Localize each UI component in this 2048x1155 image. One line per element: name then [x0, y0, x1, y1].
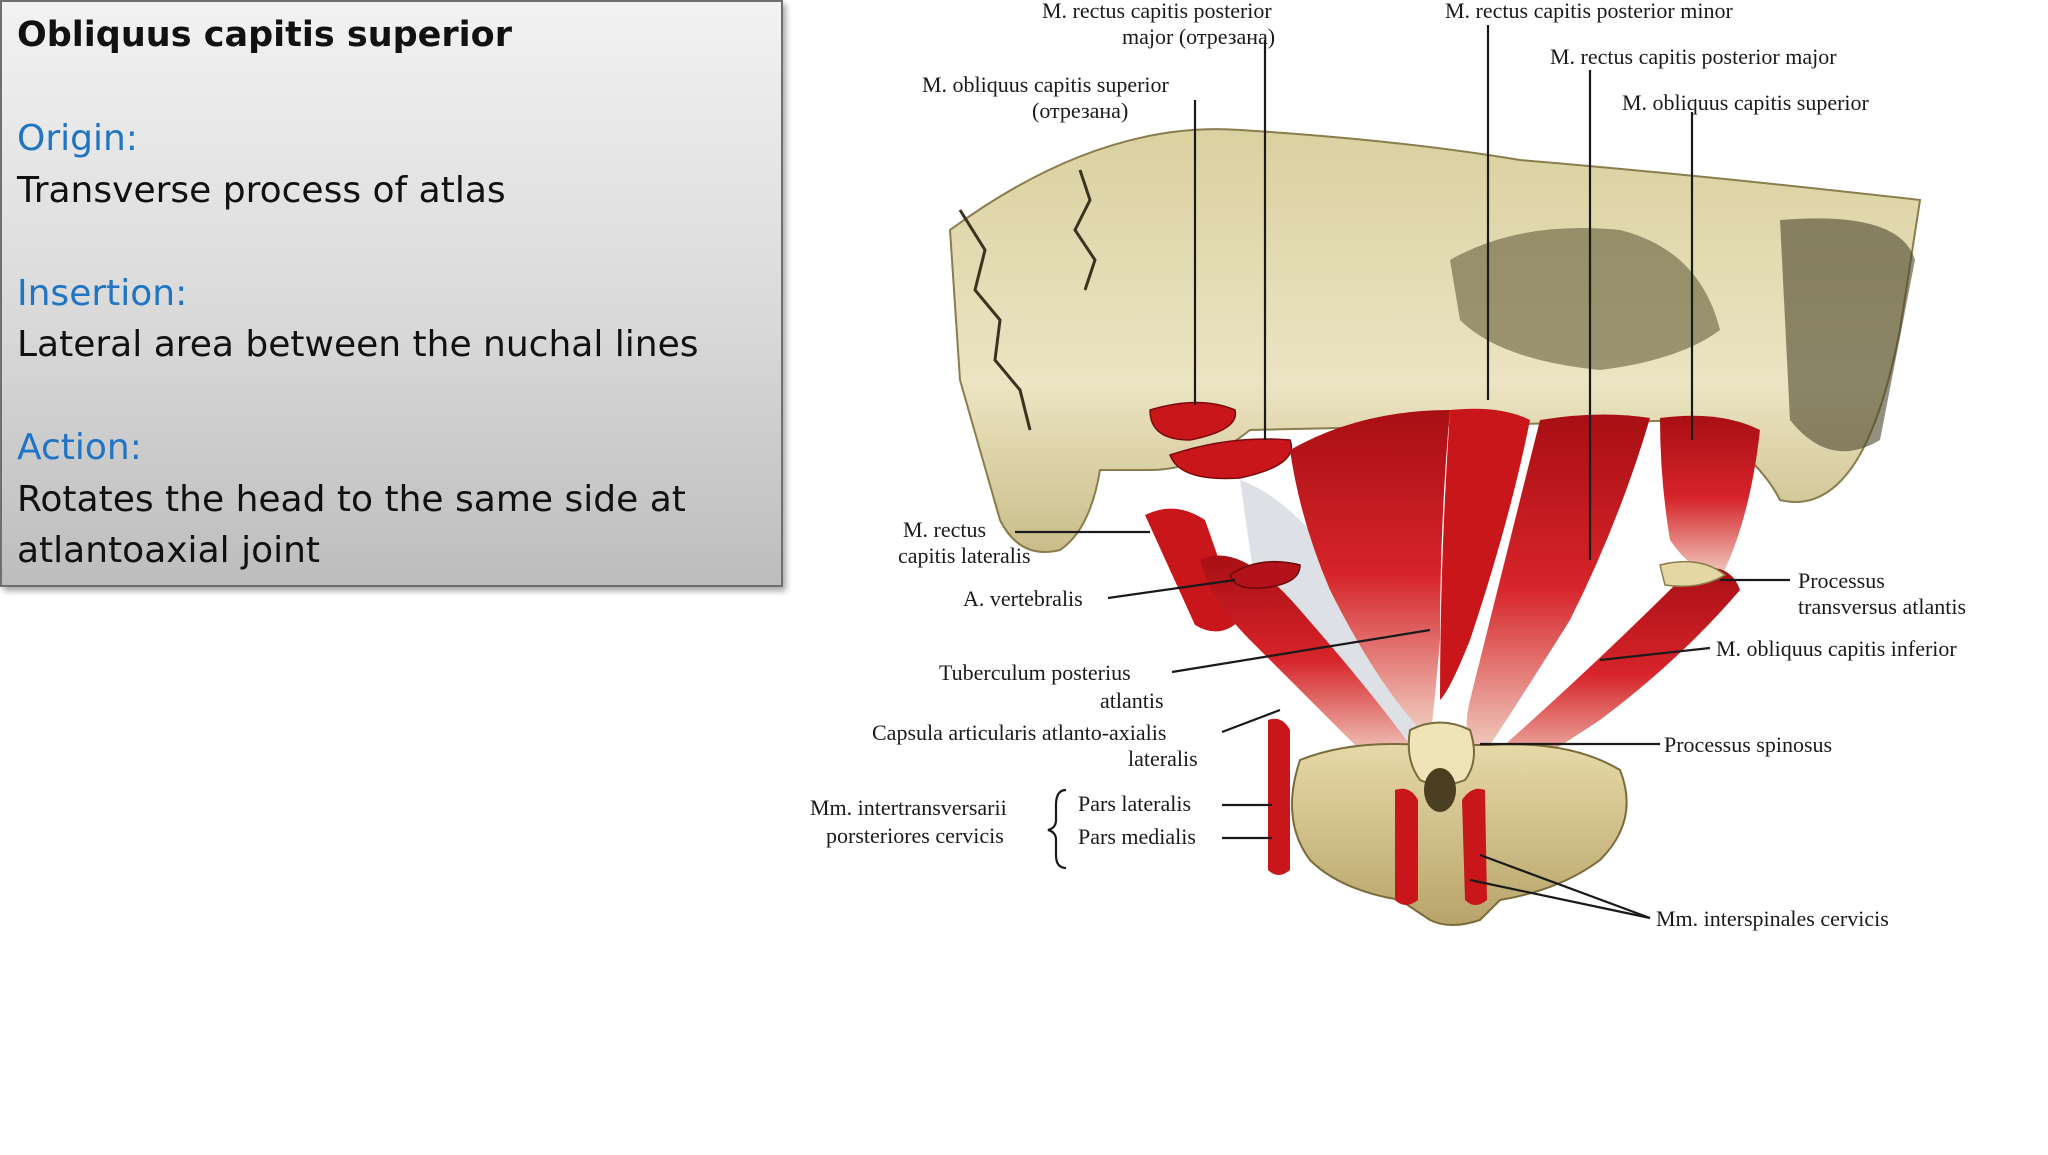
leader-capsula [1221, 708, 1281, 734]
interspinales-left [1395, 788, 1418, 905]
label-intertrans-2: porsteriores cervicis [826, 823, 1004, 848]
label-rectus-lat-2: capitis lateralis [898, 543, 1031, 568]
leader-obliquus-inf [1599, 646, 1711, 662]
obliquus-superior-cut-stump [1149, 401, 1237, 441]
label-tuberculum-2: atlantis [1100, 688, 1164, 713]
origin-text: Transverse process of atlas [17, 169, 506, 211]
label-proc-trans-1: Processus [1798, 568, 1885, 593]
label-rectus-major-cut-2: major (отрезана) [1122, 24, 1275, 49]
occipital-bone [948, 128, 1922, 553]
anatomy-figure: M. rectus capitis posterior major (отрез… [790, 0, 2048, 950]
origin-heading: Origin: [17, 118, 138, 159]
insertion-heading: Insertion: [17, 272, 188, 314]
skull-suture-2 [1073, 169, 1097, 291]
posterior-membrane [1240, 480, 1430, 760]
vertebral-foramen [1424, 768, 1456, 812]
label-capsula-1: Capsula articularis atlanto-axialis [872, 720, 1166, 745]
action-text-line-1: Rotates the head to the same side at [17, 478, 686, 520]
insertion-text: Lateral area between the nuchal lines [17, 324, 699, 365]
transverse-process-atlas [1659, 560, 1727, 587]
muscle-title: Obliquus capitis superior [17, 15, 512, 55]
interspinales-right [1462, 788, 1487, 905]
label-obliquus-sup: M. obliquus capitis superior [1622, 90, 1870, 115]
intertransversarii-left [1268, 718, 1290, 875]
label-proc-trans-2: transversus atlantis [1798, 594, 1966, 619]
leader-interspinales-2 [1469, 878, 1651, 920]
rectus-capitis-posterior-major-left [1290, 410, 1450, 740]
label-vertebralis: A. vertebralis [963, 586, 1083, 611]
obliquus-capitis-superior-right [1660, 415, 1760, 580]
action-text-line-2: atlantoaxial joint [17, 530, 321, 571]
label-obliquus-sup-cut-1: M. obliquus capitis superior [922, 72, 1170, 97]
info-box: Obliquus capitis superior Origin: Transv… [0, 0, 783, 587]
rectus-capitis-lateralis [1145, 508, 1240, 632]
info-text: Obliquus capitis superior Origin: Transv… [17, 10, 777, 577]
brace [1047, 788, 1067, 870]
obliquus-capitis-inferior-left [1200, 555, 1410, 763]
label-obliquus-inf: M. obliquus capitis inferior [1716, 636, 1957, 661]
skull-shadow-far-right [1780, 218, 1915, 452]
leader-tuberculum [1171, 628, 1431, 674]
label-rectus-major: M. rectus capitis posterior major [1550, 44, 1837, 69]
label-rectus-major-cut-1: M. rectus capitis posterior [1042, 0, 1272, 23]
label-obliquus-sup-cut-2: (отрезана) [1032, 98, 1128, 123]
rectus-capitis-posterior-major-right [1466, 414, 1650, 760]
skull-shadow-right [1450, 228, 1720, 370]
label-pars-lat: Pars lateralis [1078, 791, 1191, 816]
rectus-major-cut-stump [1169, 438, 1293, 480]
rectus-capitis-posterior-minor [1440, 408, 1530, 700]
label-rectus-minor: M. rectus capitis posterior minor [1445, 0, 1733, 23]
label-interspinales: Mm. interspinales cervicis [1656, 906, 1889, 931]
skull-suture [958, 209, 1032, 431]
label-intertrans-1: Mm. intertransversarii [810, 795, 1007, 820]
label-capsula-2: lateralis [1128, 746, 1198, 771]
label-rectus-lat-1: M. rectus [903, 517, 986, 542]
label-tuberculum-1: Tuberculum posterius [939, 660, 1131, 685]
anatomy-illustration: M. rectus capitis posterior major (отрез… [810, 0, 1966, 931]
label-pars-med: Pars medialis [1078, 824, 1196, 849]
label-proc-spin: Processus spinosus [1664, 732, 1832, 757]
spinous-process [1407, 721, 1475, 786]
action-heading: Action: [17, 427, 142, 468]
leader-vertebralis [1107, 578, 1236, 600]
vertebral-artery [1229, 560, 1301, 589]
leader-interspinales-1 [1479, 853, 1651, 920]
obliquus-capitis-inferior-right [1496, 567, 1740, 780]
